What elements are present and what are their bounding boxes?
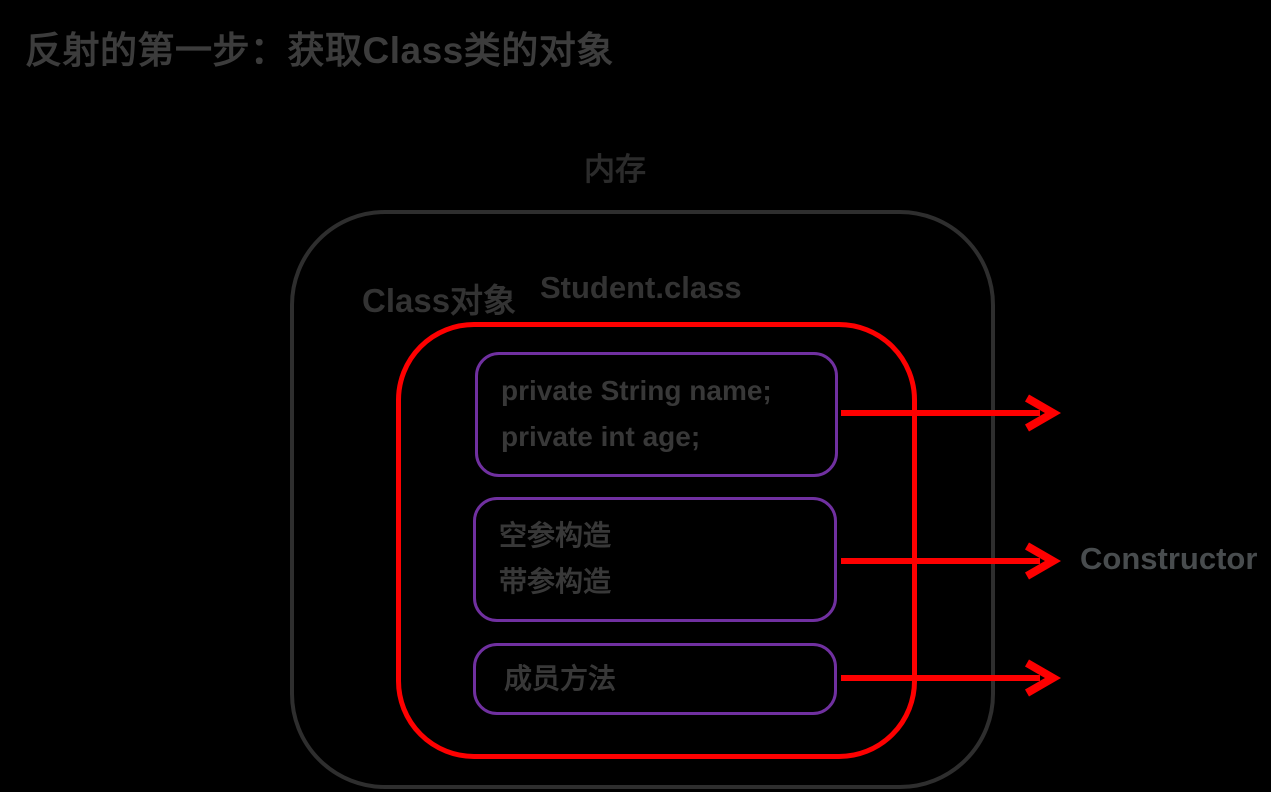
methods-box: 成员方法 xyxy=(473,643,837,715)
member-methods-label: 成员方法 xyxy=(504,662,617,694)
field-declaration-name: private String name; xyxy=(501,375,772,407)
class-file-label: Student.class xyxy=(540,270,742,305)
memory-label: 内存 xyxy=(584,152,646,187)
parameterized-constructor-label: 带参构造 xyxy=(499,566,612,597)
no-arg-constructor-label: 空参构造 xyxy=(499,520,612,552)
memory-box xyxy=(290,210,995,789)
page-title: 反射的第一步：获取Class类的对象 xyxy=(25,30,614,71)
class-object-label: Class对象 xyxy=(362,282,517,319)
class-object-box xyxy=(396,322,917,759)
fields-box: private String name; private int age; xyxy=(475,352,838,477)
constructor-annotation: Constructor xyxy=(1080,541,1258,576)
constructors-box: 空参构造 带参构造 xyxy=(473,497,837,622)
field-declaration-age: private int age; xyxy=(501,421,701,452)
